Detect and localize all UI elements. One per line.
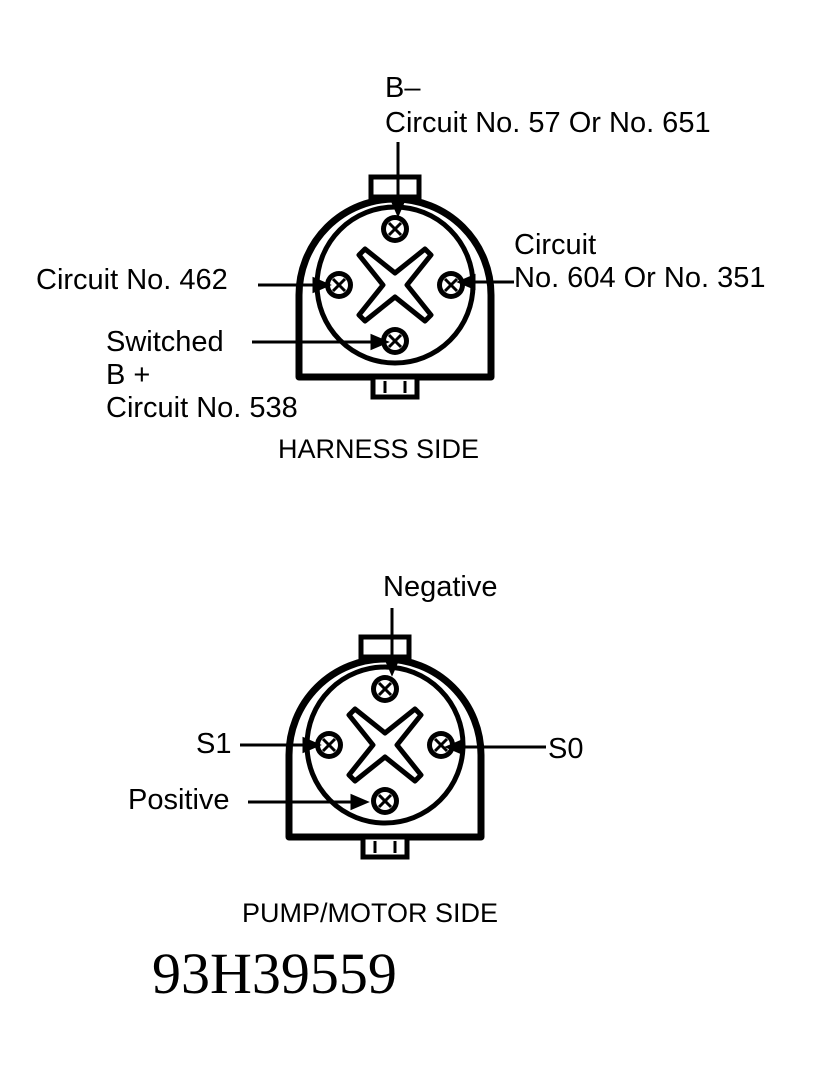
harness-bottom-label-line3: Circuit No. 538 bbox=[106, 392, 298, 424]
harness-top-label-line2: Circuit No. 57 Or No. 651 bbox=[385, 107, 711, 139]
pump-left-label: S1 bbox=[196, 728, 232, 760]
harness-bottom-label-line1: Switched bbox=[106, 326, 224, 358]
pump-caption: PUMP/MOTOR SIDE bbox=[242, 898, 499, 928]
harness-bottom-label-line2: B + bbox=[106, 359, 151, 391]
harness-right-label-line1: Circuit bbox=[514, 229, 597, 261]
harness-left-label: Circuit No. 462 bbox=[36, 264, 228, 296]
harness-top-label-line1: B– bbox=[385, 72, 421, 104]
pump-top-label: Negative bbox=[383, 571, 498, 603]
pump-right-label: S0 bbox=[548, 733, 584, 765]
pump-leader-lines bbox=[240, 608, 546, 811]
harness-leader-lines bbox=[252, 142, 514, 351]
pump-bottom-label: Positive bbox=[128, 784, 230, 816]
harness-caption: HARNESS SIDE bbox=[278, 434, 480, 464]
figure-number: 93H39559 bbox=[152, 941, 397, 1006]
harness-right-label-line2: No. 604 Or No. 351 bbox=[514, 262, 766, 294]
